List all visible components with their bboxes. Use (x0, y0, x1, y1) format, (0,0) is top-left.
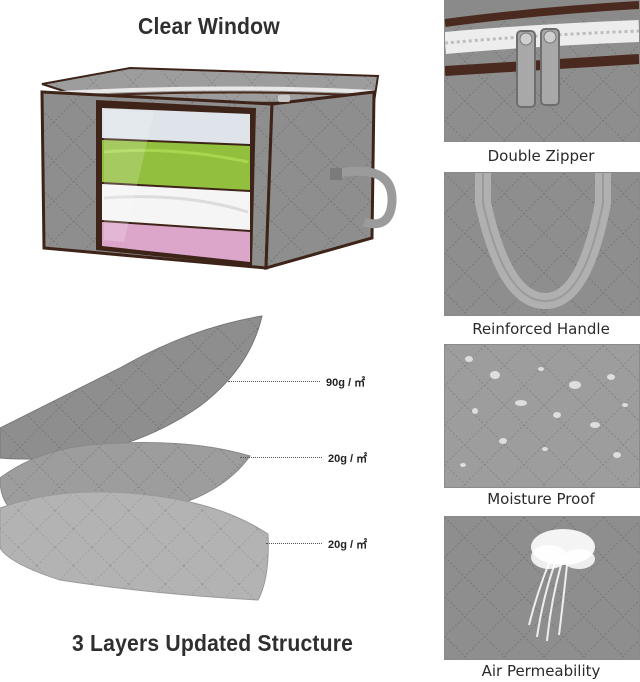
strap-handle-icon (445, 173, 639, 315)
layer-3-weight: 20g / ㎡ (328, 539, 368, 551)
reinforced-handle-panel (444, 172, 640, 316)
zipper-pulls-icon (445, 1, 639, 141)
clear-window-heading: Clear Window (138, 13, 280, 39)
double-zipper-panel (444, 0, 640, 142)
layer-2-weight: 20g / ㎡ (328, 453, 368, 465)
three-layers-heading: 3 Layers Updated Structure (72, 630, 354, 656)
clothes-stack (102, 108, 250, 262)
air-permeability-label: Air Permeability (481, 662, 601, 680)
double-zipper-label: Double Zipper (487, 147, 595, 165)
layer-1-pointer (228, 381, 320, 382)
layer-2-pointer (240, 457, 322, 458)
moisture-proof-label: Moisture Proof (487, 490, 595, 508)
water-droplets-icon (445, 345, 639, 487)
layer-3-pointer (266, 543, 322, 544)
layer-1-weight: 90g / ㎡ (326, 377, 366, 389)
reinforced-handle-label: Reinforced Handle (472, 320, 610, 338)
air-permeability-panel (444, 516, 640, 660)
storage-bag-illustration (40, 66, 397, 271)
air-flow-icon (445, 517, 639, 659)
fabric-layers-illustration (0, 315, 269, 601)
moisture-proof-panel (444, 344, 640, 488)
